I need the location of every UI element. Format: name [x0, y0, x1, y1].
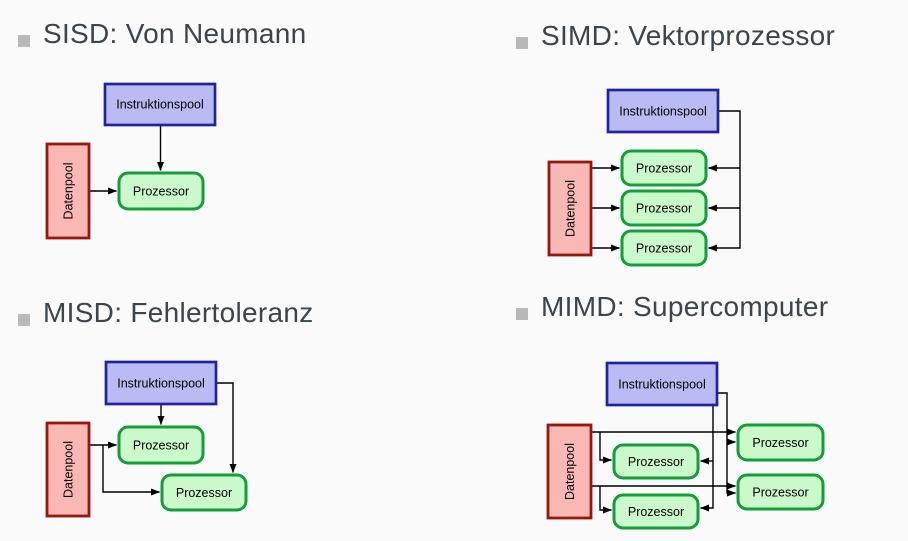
- sisd-diagram: Instruktionspool Datenpool Prozessor: [45, 82, 217, 240]
- simd-processor1-label: Prozessor: [636, 161, 692, 175]
- mimd-left-processor2-label: Prozessor: [628, 505, 684, 519]
- bullet-square-icon: [18, 314, 30, 326]
- simd-processor2-box: [620, 189, 708, 227]
- simd-processor2-label: Prozessor: [636, 201, 692, 215]
- simd-data-pool-label: Datenpool: [564, 180, 578, 237]
- sisd-instruction-pool-label: Instruktionspool: [116, 98, 204, 112]
- misd-processor1-box: [117, 425, 205, 465]
- simd-instruction-bus-arrow: [708, 110, 741, 252]
- misd-data-pool-box: [45, 421, 91, 518]
- mimd-instruction-pool-label: Instruktionspool: [618, 377, 706, 391]
- misd-processor2-label: Prozessor: [176, 486, 232, 500]
- misd-processor2-box: [160, 473, 248, 512]
- sisd-processor-label: Prozessor: [133, 184, 189, 198]
- mimd-instruction-to-right-processor2-arrow: [717, 392, 736, 497]
- section-title-simd: SIMD: Vektorprozessor: [516, 22, 835, 50]
- mimd-instruction-to-left-processor2-arrow: [700, 405, 714, 512]
- mimd-left-processor1-box: [612, 443, 700, 480]
- misd-instruction-pool-label: Instruktionspool: [117, 376, 205, 390]
- simd-diagram: Instruktionspool Datenpool Prozessor Pro…: [547, 88, 741, 267]
- mimd-instruction-pool-box: [605, 361, 719, 407]
- misd-data-to-processor2-arrow: [102, 445, 160, 496]
- bullet-square-icon: [516, 308, 528, 320]
- simd-processor1-box: [620, 149, 708, 187]
- simd-instruction-pool-label: Instruktionspool: [619, 104, 707, 118]
- section-title-sisd: SISD: Von Neumann: [18, 20, 306, 48]
- mimd-left-processor2-box: [612, 493, 700, 530]
- mimd-data-pool-box: [546, 423, 593, 520]
- bullet-square-icon: [516, 37, 528, 49]
- simd-instruction-pool-box: [606, 88, 720, 134]
- mimd-data-to-left-processor2-arrow: [599, 486, 612, 514]
- section-title-mimd: MIMD: Supercomputer: [516, 293, 828, 321]
- misd-instruction-to-processor2-arrow: [216, 382, 237, 473]
- misd-diagram: Instruktionspool Datenpool Prozessor Pro…: [45, 360, 248, 518]
- misd-processor1-label: Prozessor: [133, 438, 189, 452]
- simd-data-pool-box: [547, 160, 593, 257]
- mimd-right-processor1-box: [736, 423, 825, 462]
- mimd-data-to-left-processor1-arrow: [599, 432, 612, 464]
- simd-processor3-label: Prozessor: [636, 241, 692, 255]
- mimd-left-processor1-label: Prozessor: [628, 455, 684, 469]
- section-title-text: SISD: Von Neumann: [43, 18, 307, 49]
- section-title-text: SIMD: Vektorprozessor: [541, 20, 836, 51]
- sisd-data-pool-label: Datenpool: [62, 163, 76, 220]
- bullet-square-icon: [18, 35, 30, 47]
- sisd-instruction-pool-box: [103, 82, 217, 127]
- mimd-data-pool-label: Datenpool: [563, 443, 577, 500]
- misd-data-pool-label: Datenpool: [62, 441, 76, 498]
- mimd-right-processor1-label: Prozessor: [752, 436, 808, 450]
- sisd-data-pool-box: [45, 142, 91, 240]
- section-title-text: MISD: Fehlertoleranz: [43, 297, 314, 328]
- mimd-diagram: Instruktionspool Datenpool Prozessor Pro…: [546, 361, 825, 530]
- misd-instruction-pool-box: [104, 360, 218, 406]
- simd-processor3-box: [620, 229, 708, 267]
- section-title-text: MIMD: Supercomputer: [541, 291, 829, 322]
- section-title-misd: MISD: Fehlertoleranz: [18, 299, 314, 327]
- sisd-processor-box: [117, 171, 205, 211]
- mimd-right-processor2-box: [736, 473, 825, 511]
- mimd-right-processor2-label: Prozessor: [752, 485, 808, 499]
